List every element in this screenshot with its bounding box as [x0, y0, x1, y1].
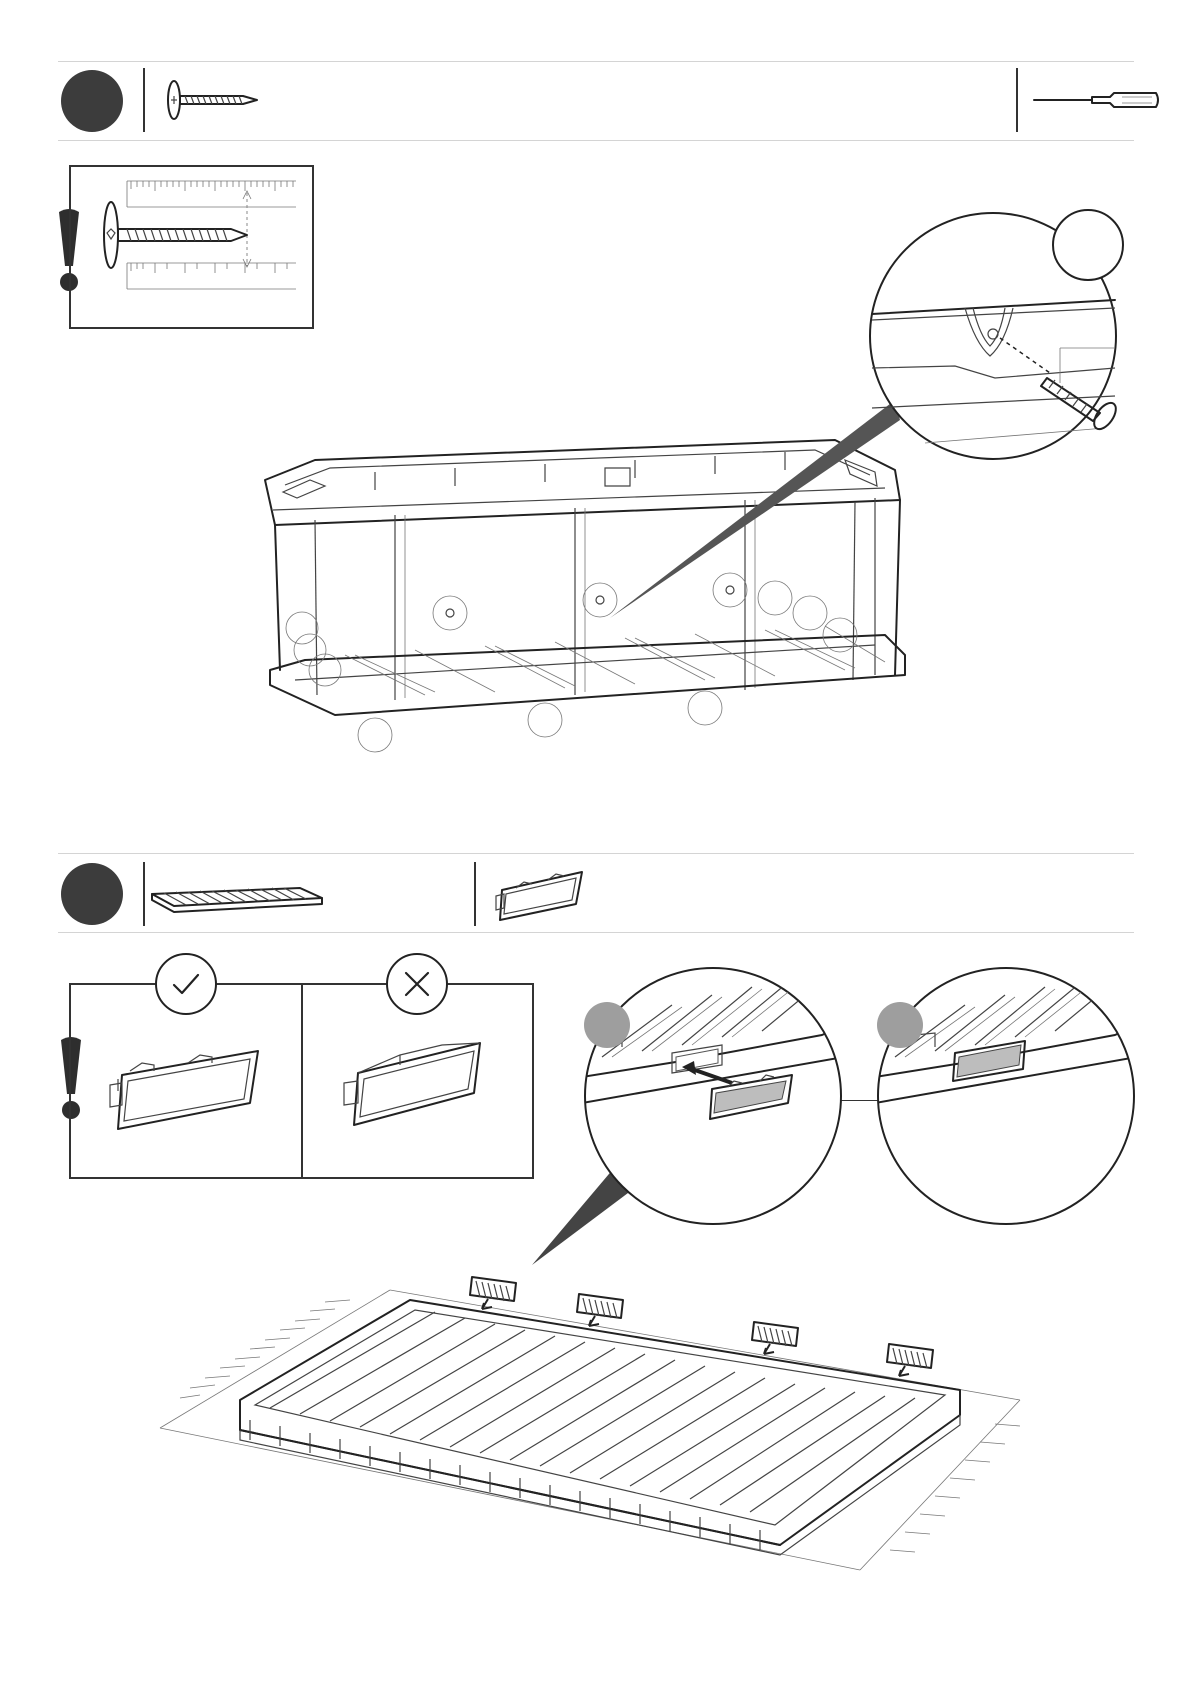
- end-clip-icon: [492, 868, 588, 924]
- cross-icon: [385, 952, 449, 1016]
- incorrect-clip-figure: [340, 1035, 485, 1130]
- floor-panel-icon: [150, 880, 325, 916]
- screwdriver-icon: [1032, 88, 1162, 114]
- step2-separator-left: [143, 862, 145, 926]
- clip-orientation-divider: [301, 983, 303, 1179]
- screw-detail-magnifier: [865, 208, 1135, 468]
- clip-insert-magnifier: [582, 965, 844, 1227]
- magnifier-connector: [838, 1100, 880, 1101]
- step2-bottom-rule: [58, 932, 1134, 933]
- step1-separator-left: [143, 68, 145, 132]
- screw-length-ruler-figure: [71, 167, 316, 331]
- floor-clip-4: [885, 1340, 937, 1380]
- floor-clip-3: [750, 1318, 802, 1358]
- step1-bottom-rule: [58, 140, 1134, 141]
- step1-number-dot: [61, 70, 123, 132]
- correct-clip-figure: [108, 1045, 263, 1135]
- step2-number-dot: [61, 863, 123, 925]
- step2-separator-mid: [474, 862, 476, 926]
- floor-clip-2: [575, 1290, 627, 1330]
- screw-icon: [165, 78, 260, 124]
- step1-separator-right: [1016, 68, 1018, 132]
- step2-top-rule: [58, 853, 1134, 854]
- check-icon: [154, 952, 218, 1016]
- step1-top-rule: [58, 61, 1134, 62]
- screw-length-warning-box: [69, 165, 314, 329]
- magnifier-pointer-1: [600, 390, 900, 630]
- clip-seated-magnifier: [875, 965, 1137, 1227]
- floor-clip-1: [468, 1273, 520, 1313]
